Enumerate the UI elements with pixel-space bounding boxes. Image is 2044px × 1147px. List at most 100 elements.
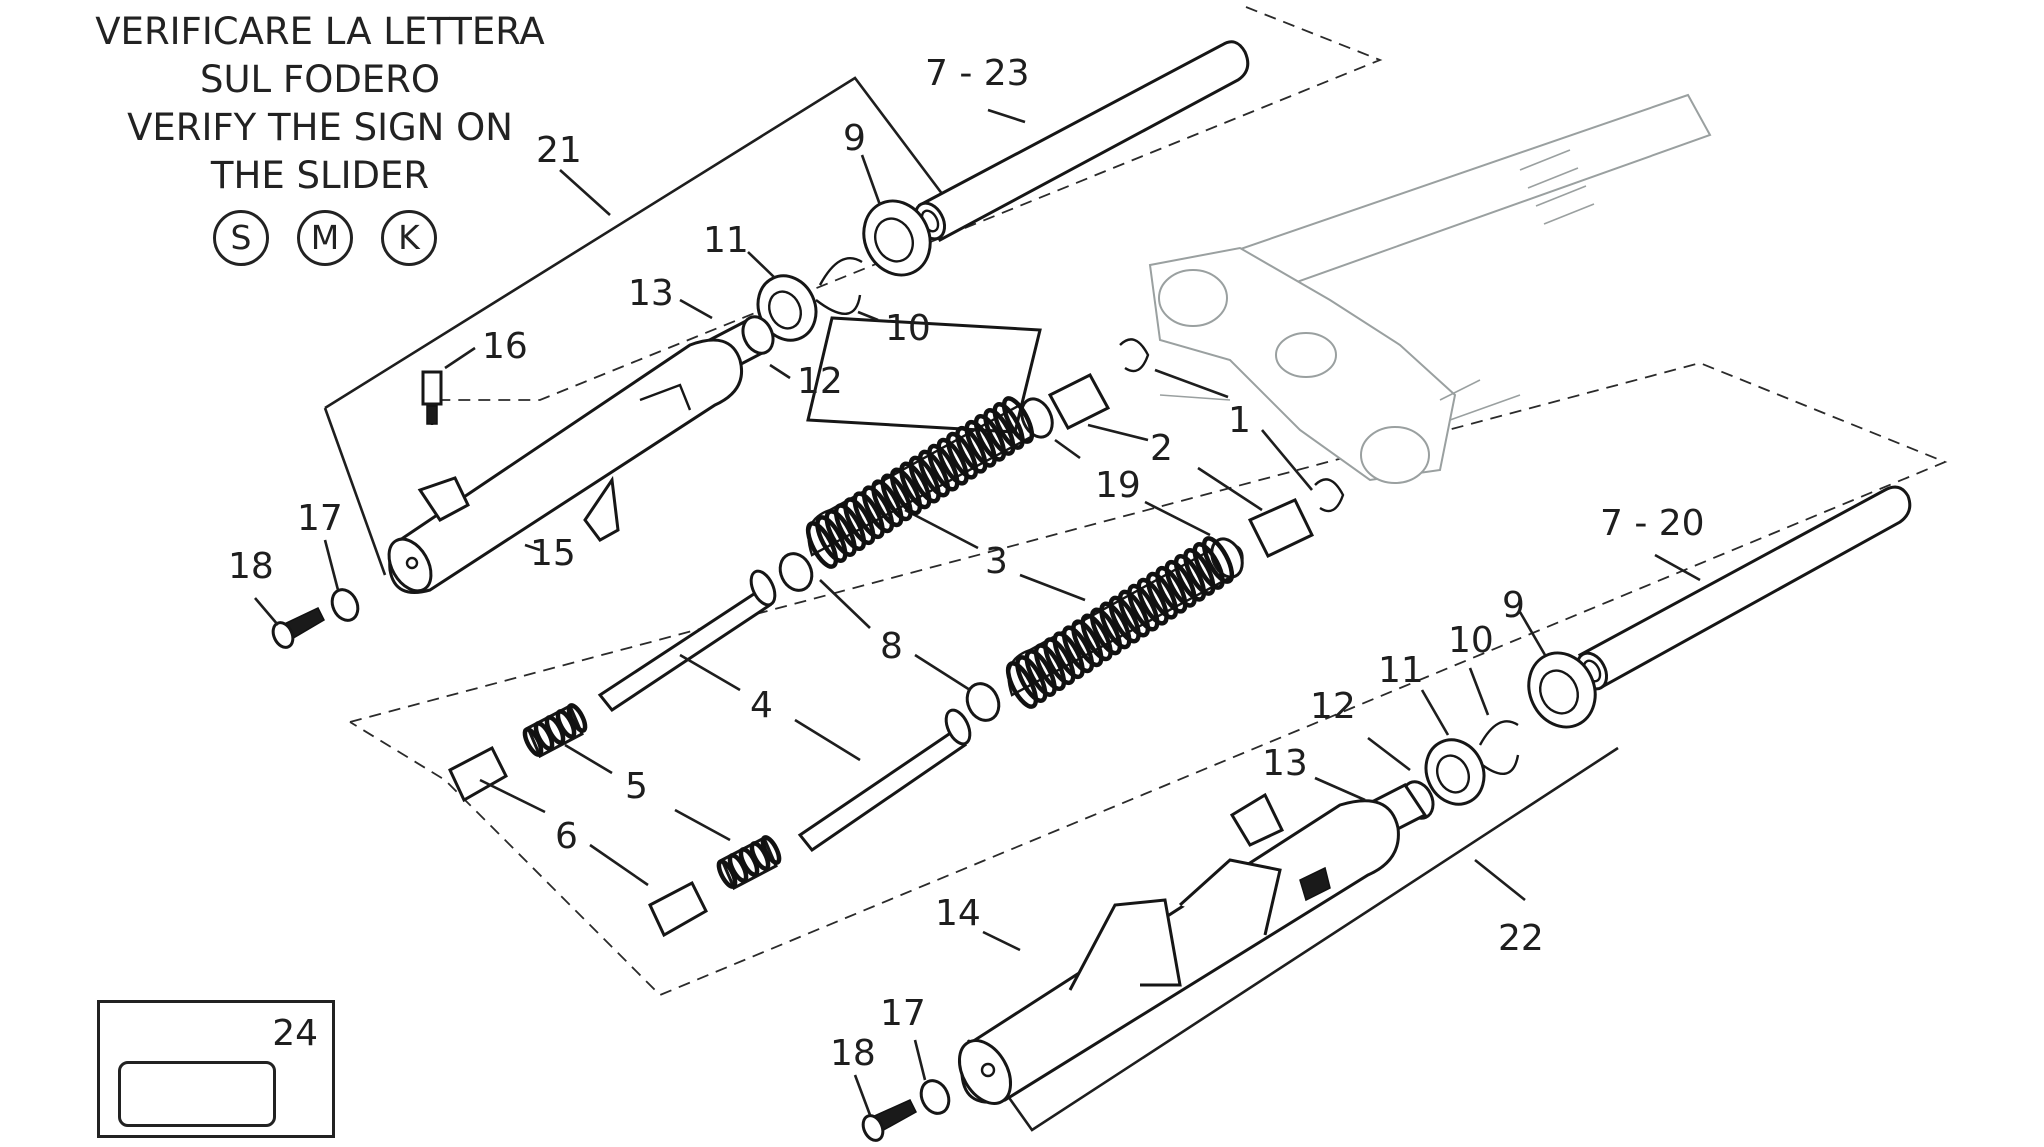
- leader-1-bottom: [1261, 429, 1313, 491]
- callout-17-top: 17: [297, 498, 343, 539]
- leader-19-bottom: [1144, 500, 1211, 537]
- washer-12-top: [741, 315, 775, 355]
- damper-rod-4-upper: [597, 569, 777, 713]
- slider-15-bottom-end: [387, 537, 433, 593]
- spring-3-upper-coils-coil: [843, 497, 876, 546]
- spring-3-lower-coils-coil: [1192, 542, 1225, 590]
- callout-17-bottom: 17: [880, 993, 926, 1034]
- leader-2-bottom: [1197, 466, 1263, 512]
- leader-10-bottom: [1468, 667, 1490, 716]
- spring-3-lower-coils-coil: [1024, 649, 1057, 697]
- spring-3-lower-coils-coil: [1136, 577, 1169, 626]
- leader-9-top: [860, 154, 882, 206]
- stem-thread-lines: [1519, 149, 1595, 225]
- callout-16: 16: [482, 326, 528, 367]
- spring-3-lower-coils-coil: [1061, 625, 1095, 674]
- spring-3-upper-coils-coil: [852, 491, 885, 540]
- spring-3-lower-coils-coil: [1173, 553, 1207, 602]
- leader-5-top: [564, 743, 613, 775]
- bushing-6-upper: [448, 745, 508, 803]
- spring-3-upper-coils-coil: [945, 431, 979, 480]
- circlip-10-top: [815, 256, 863, 316]
- callout-24: 24: [272, 1013, 318, 1054]
- spring-3-upper-coils-coil: [889, 467, 923, 516]
- slider-15: [387, 338, 743, 594]
- slider-14-body: [960, 799, 1400, 1104]
- slider-14-bottom-end: [957, 1039, 1013, 1105]
- callout-7-23: 7 - 23: [925, 53, 1030, 94]
- rebound-spring-5-lower-coils: [716, 835, 782, 889]
- callout-18-bottom: 18: [830, 1033, 876, 1074]
- slider-14-axle-hole: [980, 1062, 996, 1078]
- spring-3-lower-coils-coil: [1052, 631, 1085, 680]
- spring-3-lower-coils: [1005, 536, 1235, 709]
- spacer-2-upper: [1047, 373, 1111, 430]
- callout-3: 3: [985, 541, 1008, 582]
- spring-3-upper-coils-coil: [805, 521, 839, 569]
- note-line-1: VERIFICARE LA LETTERA: [95, 10, 545, 53]
- leader-13-top: [679, 298, 713, 320]
- spring-3-upper-coils: [805, 396, 1035, 569]
- dust-seal-9-lower-inner: [1539, 669, 1579, 715]
- callout-13-bottom: 13: [1262, 743, 1308, 784]
- bolt-18-lower: [861, 1099, 917, 1142]
- leader-720: [1654, 553, 1701, 582]
- leader-12-top: [769, 363, 791, 380]
- sign-mark-s: S: [213, 210, 269, 266]
- rebound-spring-5-upper-coils: [522, 703, 588, 757]
- slider-sign-marks: S M K: [213, 210, 453, 266]
- spacer-2-lower: [1247, 498, 1315, 558]
- callout-12-bottom: 12: [1310, 686, 1356, 727]
- spring-3-lower-coils-coil: [1043, 637, 1076, 686]
- leader-2-top: [1087, 423, 1149, 442]
- leader-lines: [254, 108, 1701, 1116]
- crown-detail-lines: [1159, 379, 1521, 421]
- callout-11-bottom: 11: [1378, 650, 1424, 691]
- damper-rod-4-lower-body: [797, 727, 968, 853]
- slider-14-caliper-arm: [1068, 898, 1182, 991]
- spring-3-lower-coils-coil: [1127, 583, 1160, 632]
- slider-14-upper-lug: [1178, 858, 1282, 936]
- spring-3-upper-coils-coil: [983, 408, 1016, 456]
- callout-5: 5: [625, 766, 648, 807]
- spring-3-upper-coils-coil: [861, 485, 895, 534]
- fork-tube-upper: [913, 40, 1250, 243]
- bolt-18-top: [271, 607, 325, 649]
- spring-3-upper-coils-coil: [955, 425, 988, 474]
- spring-3-lower-coils-coil: [1071, 619, 1104, 668]
- spring-3-upper-coils-coil: [927, 443, 960, 492]
- spring-3-lower-coils-coil: [1033, 643, 1067, 692]
- oil-seal-11-lower-inner: [1436, 754, 1470, 794]
- spring-3-lower-coils-coil: [1117, 589, 1151, 638]
- spring-3-upper-coils-coil: [880, 473, 913, 522]
- sign-mark-k: K: [381, 210, 437, 266]
- oil-seal-11-lower: [1424, 738, 1486, 806]
- slider-sign-note: VERIFICARE LA LETTERA SUL FODERO VERIFY …: [60, 8, 580, 200]
- leader-3-bottom: [1019, 573, 1086, 602]
- spring-3-lower-coils-coil: [1080, 613, 1113, 662]
- leader-13-bottom: [1314, 776, 1366, 802]
- slider-15-caliper-lug: [583, 475, 620, 542]
- damper-rod-4-lower-head: [944, 708, 972, 746]
- slider-14: [957, 792, 1400, 1105]
- note-line-2: SUL FODERO: [199, 58, 441, 101]
- dust-seal-9-top-inner: [874, 217, 914, 263]
- callout-8: 8: [880, 626, 903, 667]
- upper-assembly-dashed-boundary: [440, 6, 1383, 401]
- spring-3-upper-coils-coil: [815, 515, 848, 563]
- rebound-spring-5-lower-coils-coil: [760, 835, 782, 865]
- group-21-bracket-left: [323, 407, 387, 576]
- callout-15: 15: [530, 533, 576, 574]
- spring-3-lower-coils-coil: [1015, 655, 1048, 703]
- callout-10-top: 10: [885, 308, 931, 349]
- callout-11-top: 11: [703, 220, 749, 261]
- spring-3-upper-coils-coil: [824, 509, 857, 557]
- spring-3-lower-coils-coil: [1201, 536, 1235, 584]
- callout-1: 1: [1228, 400, 1251, 441]
- group-21-bracket: [324, 76, 960, 410]
- callout-13-top: 13: [628, 273, 674, 314]
- leader-11-top: [747, 251, 776, 279]
- callout-6: 6: [555, 816, 578, 857]
- spring-3-lower-coils-coil: [1108, 595, 1141, 644]
